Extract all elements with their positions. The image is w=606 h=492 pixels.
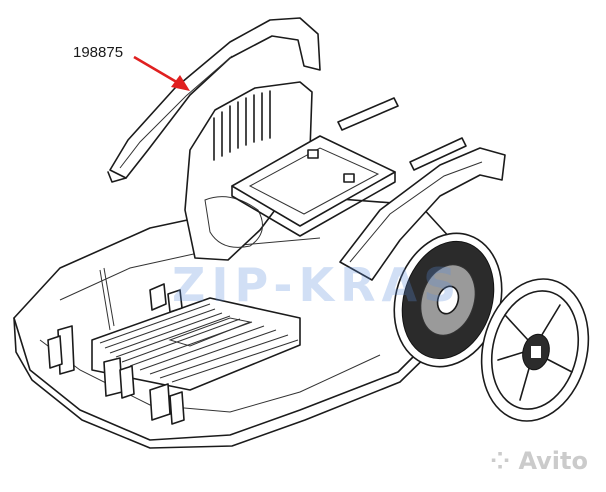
- callout-arrow: [133, 55, 190, 91]
- watermark-text: ZIP-KRAS: [172, 258, 463, 312]
- brand-text: Avito: [518, 447, 588, 475]
- battery-grille: [91, 297, 301, 391]
- detached-wheel: [480, 278, 590, 422]
- part-number-label: 198875: [73, 44, 124, 61]
- pcb-cover: [231, 135, 396, 237]
- strip-parts: [337, 97, 467, 171]
- avito-dots-icon: ⁘: [489, 447, 519, 475]
- brand-watermark: ⁘ Avito: [490, 447, 588, 475]
- left-arch-housing: [184, 81, 313, 261]
- right-fender: [339, 147, 506, 281]
- top-cover-198875: [107, 17, 321, 183]
- mount-posts: [47, 283, 185, 425]
- drive-wheel: [393, 232, 503, 368]
